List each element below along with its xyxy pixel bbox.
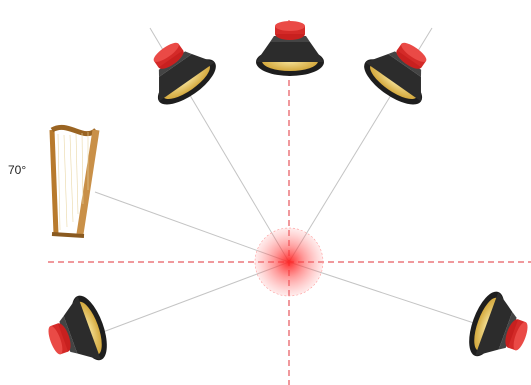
- speaker-bottom-left: [39, 291, 114, 374]
- speaker-bottom-right: [462, 287, 531, 370]
- angle-label: 70°: [8, 163, 26, 177]
- speaker-top-left: [136, 29, 223, 113]
- speaker-top-right: [357, 29, 444, 113]
- speaker-top-center: [256, 21, 324, 76]
- harp-icon: [52, 127, 96, 236]
- listener-position: [255, 228, 323, 296]
